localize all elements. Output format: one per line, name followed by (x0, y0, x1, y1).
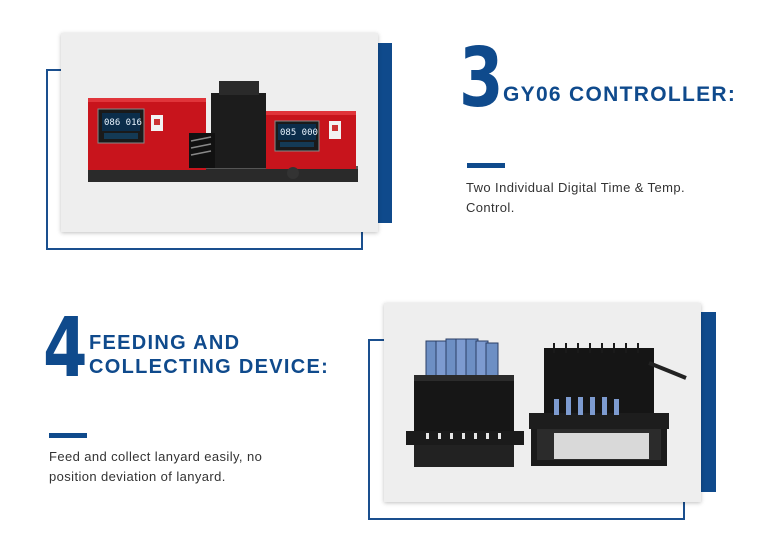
display-left-top: 086 016 (104, 118, 142, 128)
accent-bar-4 (49, 433, 87, 438)
section-3-description-line-2: Control. (466, 200, 515, 215)
step-number-3: 3 (459, 31, 504, 126)
display-right-top: 085 000 (280, 128, 318, 138)
section-4-description: Feed and collect lanyard easily, no posi… (49, 447, 262, 487)
section-4-title-line-1: FEEDING AND (89, 332, 241, 354)
step-number-4: 4 (43, 301, 88, 396)
section-4-title: FEEDING AND COLLECTING DEVICE: (89, 331, 329, 379)
photo-frame-accent-3 (376, 43, 392, 223)
section-3-description: Two Individual Digital Time & Temp. Cont… (466, 178, 685, 218)
feeding-device-photo (384, 303, 701, 502)
heat-press-controller-image: 086 016 085 000 (88, 81, 358, 182)
accent-bar-3 (467, 163, 505, 168)
section-4-title-line-2: COLLECTING DEVICE: (89, 356, 330, 378)
controller-photo: 086 016 085 000 (61, 33, 378, 232)
section-3-title: GY06 CONTROLLER: (503, 83, 737, 106)
section-4-description-line-2: position deviation of lanyard. (49, 469, 226, 484)
section-3-description-line-1: Two Individual Digital Time & Temp. (466, 180, 685, 195)
section-4-description-line-1: Feed and collect lanyard easily, no (49, 449, 263, 464)
feeding-collecting-device-image (406, 338, 687, 467)
photo-frame-accent-4 (700, 312, 716, 492)
